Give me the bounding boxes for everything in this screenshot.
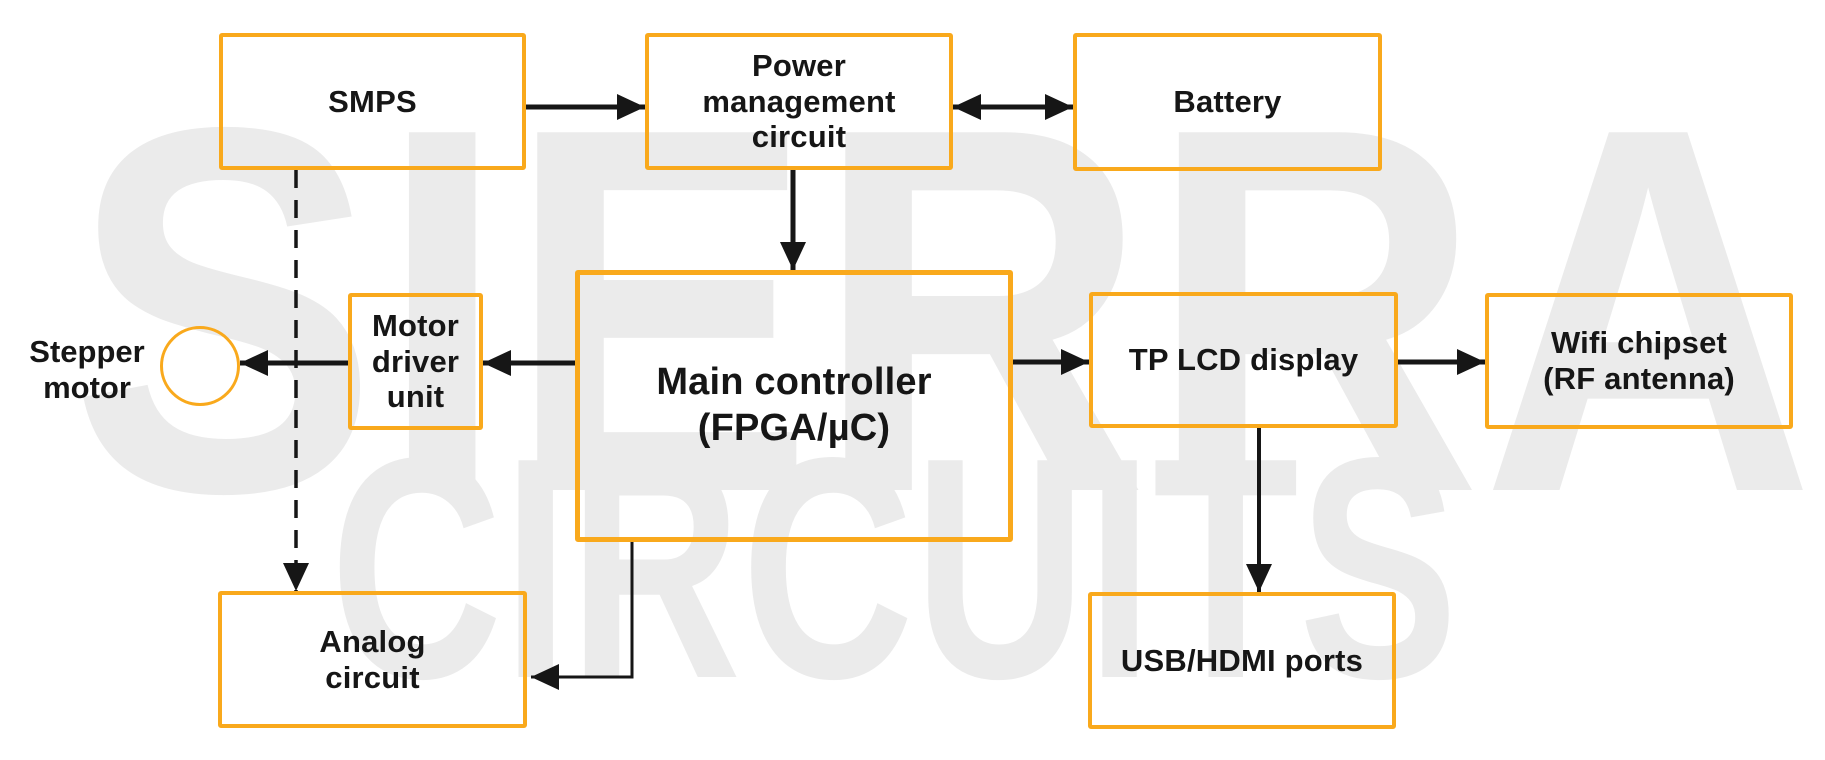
node-main-controller-label-line2: (FPGA/µC) [697, 407, 891, 449]
node-tp-lcd-display: TP LCD display [1089, 292, 1398, 428]
node-main-controller: Main controller (FPGA/µC) [575, 270, 1013, 542]
node-analog-circuit-label-line2: circuit [325, 659, 420, 695]
node-wifi-chipset-label-line1: Wifi chipset [1550, 325, 1728, 361]
edge-maincontroller-analog [531, 542, 634, 690]
node-stepper-motor-label: Stepper motor [8, 334, 166, 406]
node-power-management-label-line3: circuit [751, 119, 847, 155]
node-stepper-motor-label-line1: Stepper [29, 334, 145, 369]
node-tp-lcd-display-label: TP LCD display [1128, 342, 1359, 378]
node-battery: Battery [1073, 33, 1382, 171]
node-main-controller-label-line1: Main controller [656, 361, 932, 404]
node-power-management-label-line1: Power [751, 47, 847, 83]
stepper-motor-circle [160, 326, 240, 406]
node-power-management: Power management circuit [645, 33, 953, 170]
node-stepper-motor-label-line2: motor [43, 369, 131, 405]
node-wifi-chipset: Wifi chipset (RF antenna) [1485, 293, 1793, 429]
node-analog-circuit-label-line1: Analog [319, 623, 426, 659]
node-power-management-label-line2: management [702, 83, 896, 119]
node-battery-label: Battery [1173, 84, 1282, 120]
node-motor-driver-label-line1: Motor [371, 307, 460, 343]
node-wifi-chipset-label-line2: (RF antenna) [1543, 361, 1735, 396]
node-smps: SMPS [219, 33, 526, 170]
node-motor-driver-label-line2: driver [371, 343, 460, 379]
node-smps-label: SMPS [328, 83, 417, 119]
node-motor-driver-label-line3: unit [386, 379, 445, 415]
node-usb-hdmi-ports: USB/HDMI ports [1088, 592, 1396, 729]
node-motor-driver: Motor driver unit [348, 293, 483, 430]
node-analog-circuit: Analog circuit [218, 591, 527, 728]
node-usb-hdmi-ports-label: USB/HDMI ports [1120, 642, 1364, 678]
